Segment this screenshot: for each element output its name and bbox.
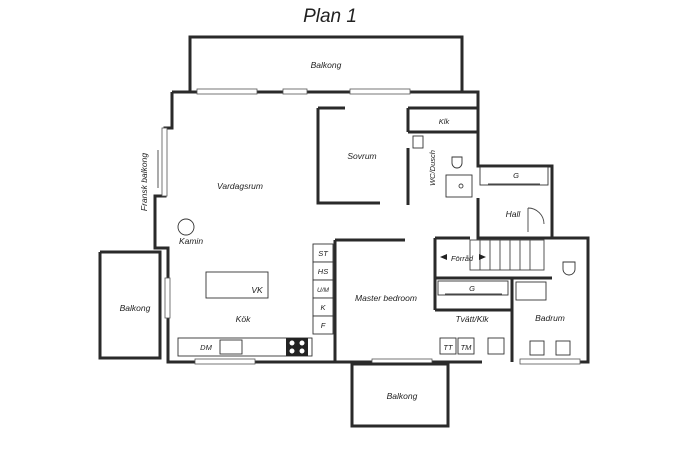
kitchen-counter: [177, 337, 313, 357]
hall-wardrobe-label: G: [513, 171, 519, 180]
kitchen-unit-column: [312, 243, 334, 335]
window-left-kitchen: [164, 277, 171, 319]
kamin-label: Kamin: [179, 236, 203, 246]
master-bedroom-label: Master bedroom: [355, 293, 417, 303]
kamin-icon: [177, 218, 195, 236]
interior-walls: [316, 106, 552, 362]
hall-label: Hall: [506, 209, 522, 219]
dm-label: DM: [200, 343, 212, 352]
toilet: [451, 156, 463, 169]
kok-label: Kök: [236, 314, 251, 324]
window-top-1: [196, 88, 258, 95]
shower-drain: [458, 183, 464, 189]
badrum-toilet: [562, 261, 576, 276]
badrum-shower: [515, 281, 547, 301]
kitchen-sink: [219, 339, 243, 355]
kitchen-unit-k: K: [320, 303, 326, 312]
kitchen-unit-hs: HS: [318, 267, 328, 276]
sovrum-label: Sovrum: [347, 151, 376, 161]
cooktop: [286, 338, 308, 356]
tm-label: TM: [461, 343, 473, 352]
balcony-left-label: Balkong: [120, 303, 151, 313]
window-top-2: [282, 88, 308, 95]
balcony-bottom-label: Balkong: [387, 391, 418, 401]
vk-label: VK: [251, 285, 263, 295]
kitchen-island: [205, 271, 269, 299]
hall-wardrobe: [479, 166, 549, 186]
window-fransk-balkong: [161, 127, 168, 197]
forrad-arrow: [440, 254, 447, 260]
tvatt-sink: [487, 337, 505, 355]
kitchen-unit-um: U/M: [317, 287, 330, 294]
badrum-sink-1: [529, 340, 545, 356]
window-kitchen-bottom: [194, 358, 256, 365]
badrum-label: Badrum: [535, 313, 565, 323]
plan-title: Plan 1: [303, 6, 357, 27]
tvatt-wardrobe: [437, 280, 509, 296]
balcony-bottom: [350, 362, 450, 428]
kitchen-unit-st: ST: [318, 249, 329, 258]
tm-unit: [457, 337, 475, 355]
forrad-label: Förråd: [451, 254, 474, 263]
tvatt-klk-label: Tvätt/Klk: [455, 314, 489, 324]
balcony-top-label: Balkong: [311, 60, 342, 70]
outer-walls: [98, 90, 590, 364]
wc-sink: [412, 135, 424, 149]
badrum-sink-2: [555, 340, 571, 356]
tt-label: TT: [443, 343, 454, 352]
fransk-balkong-label: Fransk balkong: [139, 153, 149, 211]
window-badrum: [519, 358, 581, 365]
tt-unit: [439, 337, 457, 355]
hall-door-swing: [527, 207, 545, 225]
tvatt-wardrobe-label: G: [469, 284, 475, 293]
wc-dusch-label: WC/Dusch: [428, 150, 437, 186]
klk-top-label: Klk: [439, 117, 451, 126]
window-top-3: [349, 88, 411, 95]
vardagsrum-label: Vardagsrum: [217, 181, 263, 191]
stair-arrow: [479, 254, 486, 260]
kitchen-unit-f: F: [321, 321, 326, 330]
